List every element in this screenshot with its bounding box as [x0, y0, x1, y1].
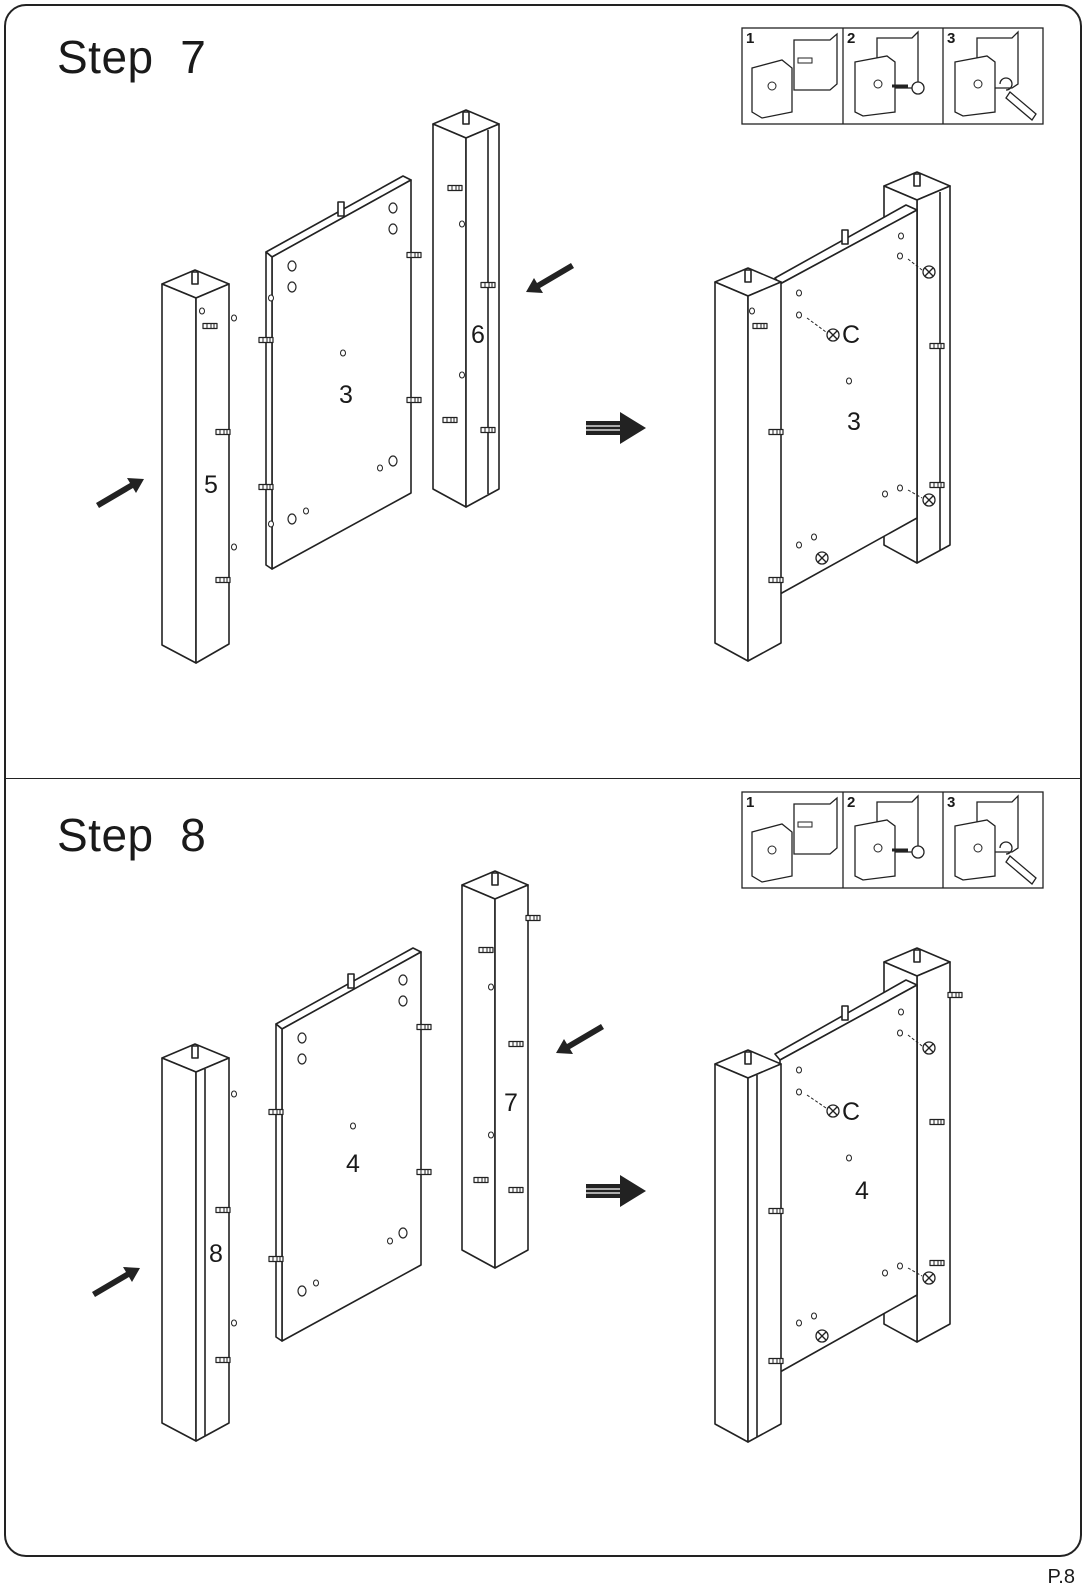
part-label-panel: 3 — [339, 381, 353, 409]
part-label-left-post: 8 — [209, 1240, 223, 1268]
step-8-insert-arrow-left — [92, 1267, 140, 1297]
part-label-assembled-panel: 3 — [847, 408, 861, 436]
part-label-panel: 4 — [346, 1150, 360, 1178]
step-7-result-arrow — [586, 412, 646, 444]
step-8-right-post — [462, 871, 540, 1268]
fastener-label: C — [842, 1098, 860, 1126]
step-8-insert-arrow-right — [556, 1024, 604, 1054]
step-7-insert-arrow-right — [526, 263, 574, 293]
part-label-assembled-panel: 4 — [855, 1177, 869, 1205]
inset-number: 2 — [847, 30, 855, 47]
part-label-left-post: 5 — [204, 471, 218, 499]
part-label-right-post: 7 — [504, 1089, 518, 1117]
inset-number: 3 — [947, 794, 955, 811]
step-8-left-post — [162, 1044, 237, 1441]
step-7-inset-diagram: 1 2 3 — [742, 28, 1043, 124]
step-7-panel — [259, 176, 421, 569]
part-label-right-post: 6 — [471, 321, 485, 349]
inset-number: 1 — [746, 794, 754, 811]
inset-number: 2 — [847, 794, 855, 811]
step-7-left-post — [162, 270, 237, 663]
inset-number: 1 — [746, 30, 754, 47]
page-number: P.8 — [1048, 1566, 1075, 1589]
fastener-label: C — [842, 321, 860, 349]
inset-number: 3 — [947, 30, 955, 47]
step-7-right-post — [433, 110, 499, 507]
step-8-result-arrow — [586, 1175, 646, 1207]
step-8-panel — [269, 948, 431, 1341]
step-7-assembled-frame — [715, 172, 950, 661]
step-7-insert-arrow-left — [96, 478, 144, 508]
step-8-assembled-frame — [715, 948, 962, 1442]
step-8-inset-diagram: 1 2 3 — [742, 792, 1043, 888]
